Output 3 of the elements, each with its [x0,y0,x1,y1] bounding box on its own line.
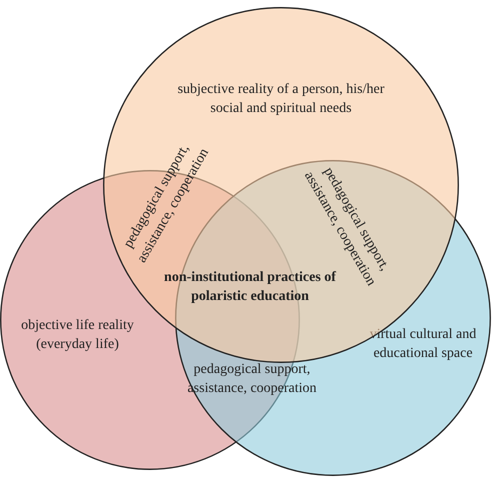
circle-label: subjective reality of a person, his/her social and spiritual needs [176,81,386,118]
center-label: non-institutional practices of polaristic education [163,269,337,306]
circle-label: objective life reality (everyday life) [20,317,135,354]
